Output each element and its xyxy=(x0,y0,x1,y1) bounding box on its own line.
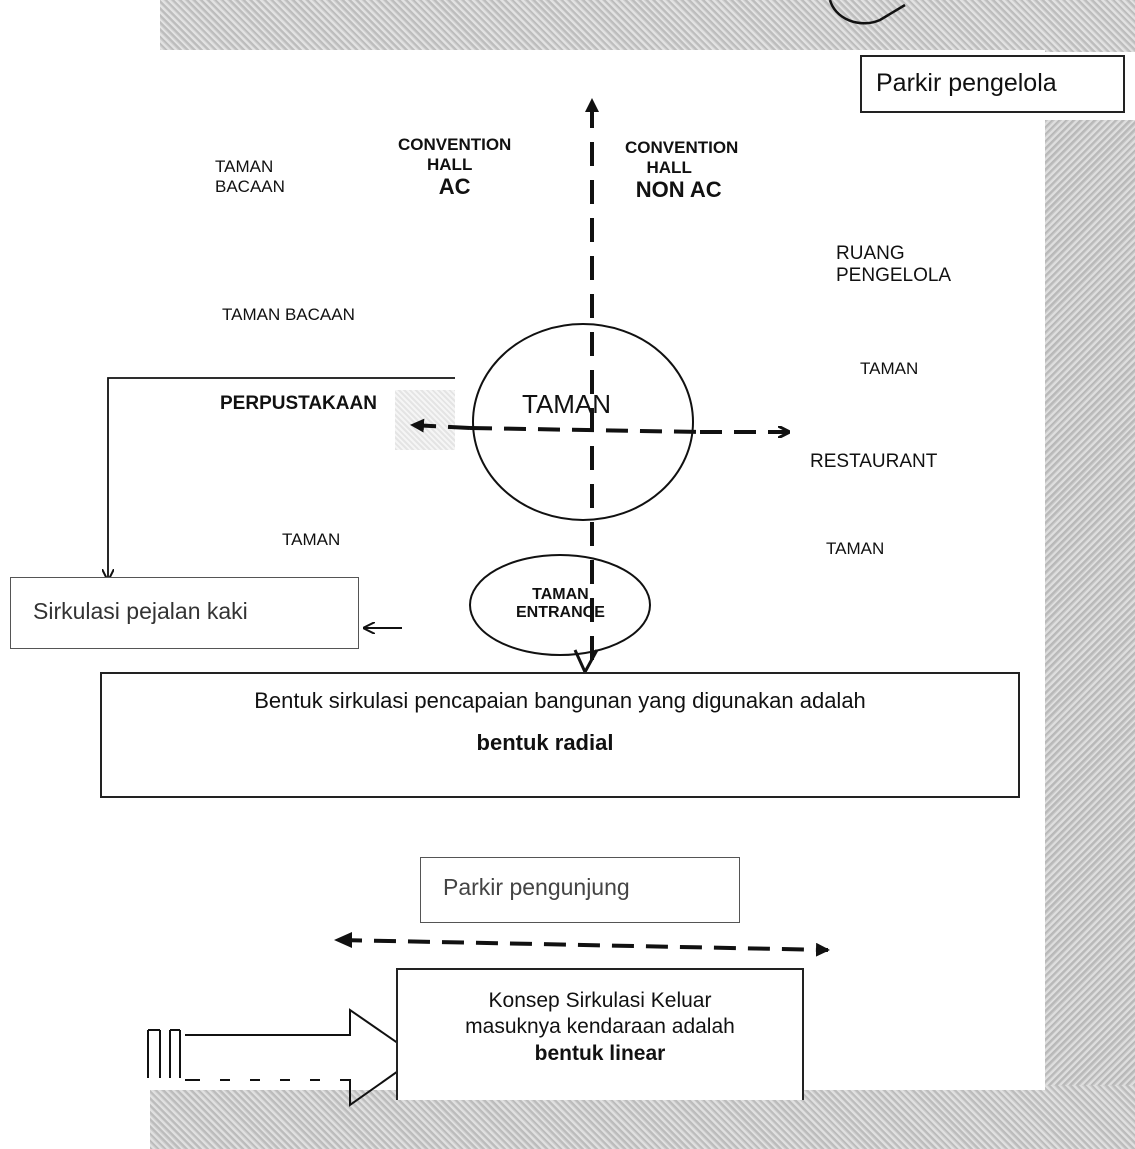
convention-hall-non-ac-line3: NON AC xyxy=(635,177,722,203)
taman-bacaan-mid-label: TAMAN BACAAN xyxy=(222,305,355,324)
convention-hall-non-ac-line1: CONVENTION xyxy=(625,138,739,157)
vehicle-axis-left-arrow xyxy=(334,932,352,948)
scan-noise-smudge xyxy=(395,390,455,450)
convention-hall-non-ac-label: CONVENTION HALL NON AC xyxy=(625,138,738,202)
taman-entrance-ellipse xyxy=(469,554,651,656)
radial-note-box: Bentuk sirkulasi pencapaian bangunan yan… xyxy=(100,672,1020,798)
taman-ellipse xyxy=(472,323,694,521)
ruang-pengelola-label: RUANG PENGELOLA xyxy=(836,243,952,286)
parkir-pengelola-label: Parkir pengelola xyxy=(876,69,1057,97)
radial-note-line1: Bentuk sirkulasi pencapaian bangunan yan… xyxy=(254,688,866,713)
parkir-pengunjung-label: Parkir pengunjung xyxy=(443,874,630,900)
scan-noise-top xyxy=(160,0,1135,52)
taman-right-top-label: TAMAN xyxy=(860,359,919,378)
sirkulasi-pejalan-kaki-box: Sirkulasi pejalan kaki xyxy=(10,577,359,649)
perpustakaan-label: PERPUSTAKAAN xyxy=(220,393,377,414)
entry-arrow xyxy=(185,1008,420,1107)
convention-hall-ac-line1: CONVENTION xyxy=(398,135,512,154)
linear-note-line2: masuknya kendaraan adalah xyxy=(465,1015,735,1039)
scan-noise-right xyxy=(1040,120,1135,1149)
taman-entrance-label: TAMAN ENTRANCE xyxy=(516,586,605,622)
convention-hall-ac-line3: AC xyxy=(438,174,471,200)
linear-note-line3: bentuk linear xyxy=(534,1041,666,1065)
pedestrian-path xyxy=(108,377,455,580)
convention-hall-ac-label: CONVENTION HALL AC xyxy=(398,135,511,199)
taman-bacaan-top-label: TAMAN BACAAN xyxy=(215,157,285,196)
convention-hall-non-ac-line2: HALL xyxy=(646,157,692,177)
parkir-pengunjung-box: Parkir pengunjung xyxy=(420,857,740,923)
axis-horizontal-left xyxy=(410,418,471,433)
parkir-pengelola-box: Parkir pengelola xyxy=(860,55,1125,113)
linear-note-line1: Konsep Sirkulasi Keluar xyxy=(488,989,712,1012)
vehicle-axis xyxy=(339,938,830,957)
taman-center-label: TAMAN xyxy=(522,389,612,419)
radial-note-line2: bentuk radial xyxy=(476,730,614,755)
convention-hall-ac-line2: HALL xyxy=(427,154,473,174)
taman-right-bottom-label: TAMAN xyxy=(826,539,885,558)
taman-left-label: TAMAN xyxy=(282,530,341,549)
restaurant-label: RESTAURANT xyxy=(810,451,938,472)
entry-gate-mark xyxy=(147,1029,181,1078)
axis-horizontal-mid xyxy=(469,426,701,434)
sirkulasi-pejalan-kaki-label: Sirkulasi pejalan kaki xyxy=(33,598,248,624)
logo-fragment xyxy=(828,0,906,25)
linear-note-box: Konsep Sirkulasi Keluar masuknya kendara… xyxy=(396,968,804,1100)
